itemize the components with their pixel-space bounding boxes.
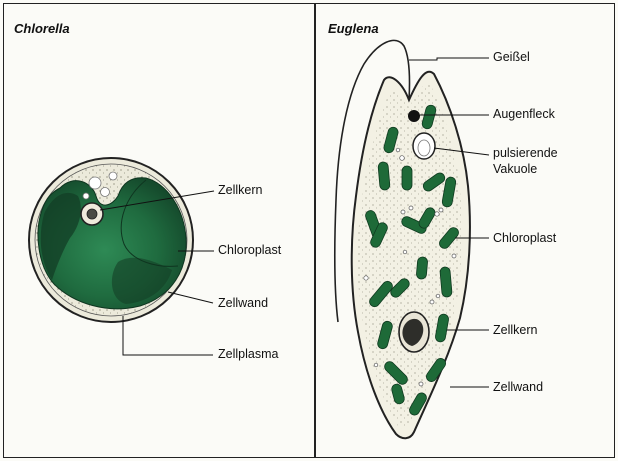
label-euglena-vacuole-1: pulsierende: [493, 146, 558, 161]
euglena-vacuole: [413, 133, 435, 159]
chlorella-vacuole: [83, 193, 89, 199]
label-euglena-flagellum: Geißel: [493, 50, 530, 65]
euglena-granule: [396, 148, 400, 152]
euglena-granule: [401, 210, 405, 214]
euglena-title: Euglena: [328, 21, 379, 36]
chlorella-title: Chlorella: [14, 21, 70, 36]
euglena-chloroplast: [402, 166, 412, 190]
euglena-granule: [419, 382, 423, 386]
label-chlorella-chloroplast: Chloroplast: [218, 243, 281, 258]
euglena-granule: [403, 250, 407, 254]
label-euglena-vacuole-2: Vakuole: [493, 162, 537, 177]
label-euglena-nucleus: Zellkern: [493, 323, 537, 338]
euglena-chloroplast: [440, 267, 453, 298]
euglena-granule: [409, 206, 413, 210]
euglena-chloroplast: [416, 257, 428, 280]
label-euglena-eyespot: Augenfleck: [493, 107, 555, 122]
euglena-granule: [452, 254, 456, 258]
euglena-cell: [335, 40, 489, 438]
euglena-granule: [374, 363, 378, 367]
leader-geissel: [409, 58, 489, 60]
euglena-eyespot: [408, 110, 420, 122]
euglena-granule: [400, 156, 405, 161]
euglena-granule: [439, 208, 443, 212]
euglena-chloroplast: [378, 162, 390, 191]
leader-zellwand-left: [168, 292, 213, 303]
label-chlorella-cell-wall: Zellwand: [218, 296, 268, 311]
label-euglena-cell-wall: Zellwand: [493, 380, 543, 395]
chlorella-nucleolus: [87, 209, 97, 219]
euglena-granule: [430, 300, 434, 304]
label-chlorella-cytoplasm: Zellplasma: [218, 347, 278, 362]
chlorella-vacuole: [101, 188, 110, 197]
euglena-granule: [435, 212, 439, 216]
label-euglena-chloroplast: Chloroplast: [493, 231, 556, 246]
leader-zellplasma: [123, 316, 213, 355]
chlorella-vacuole: [89, 177, 101, 189]
euglena-granule: [436, 294, 440, 298]
euglena-granule: [364, 276, 368, 280]
chlorella-cell: [29, 158, 214, 355]
chlorella-vacuole: [109, 172, 117, 180]
label-chlorella-nucleus: Zellkern: [218, 183, 262, 198]
